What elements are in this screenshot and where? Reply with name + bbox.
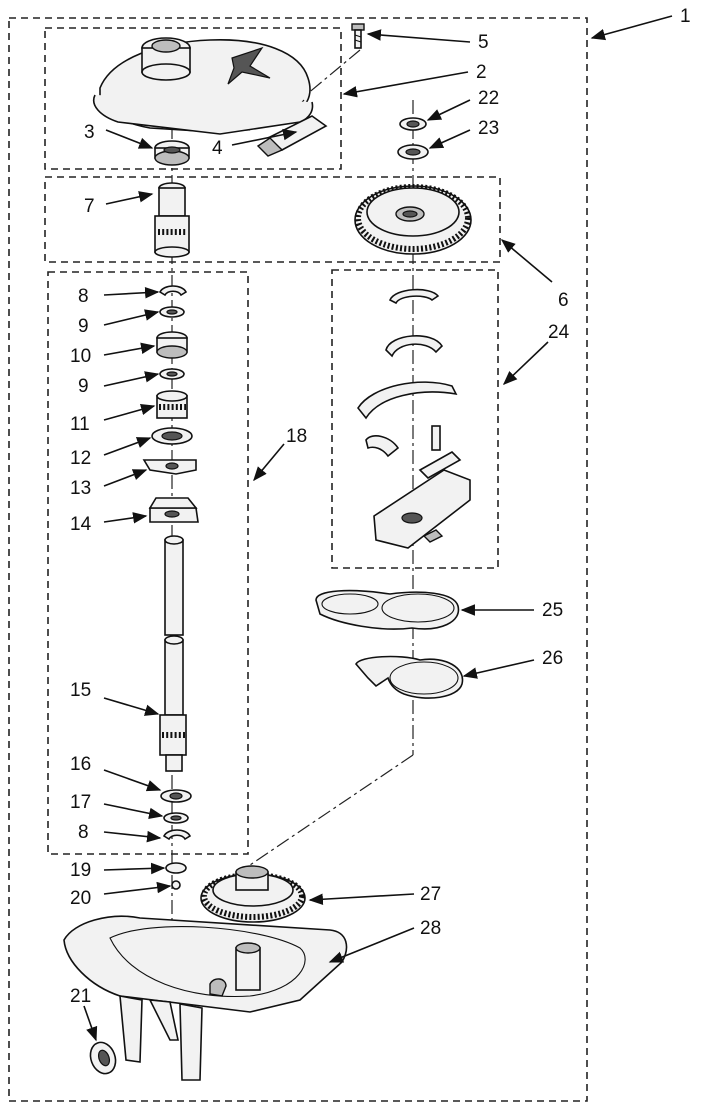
callout-17: 17 bbox=[70, 792, 91, 813]
callout-22: 22 bbox=[478, 88, 499, 109]
leader-8a bbox=[103, 286, 160, 299]
leader-12 bbox=[103, 437, 152, 456]
seal bbox=[154, 140, 190, 166]
leader-11 bbox=[103, 403, 156, 421]
callout-9b: 9 bbox=[78, 376, 89, 397]
bracket-13 bbox=[142, 459, 197, 475]
gearcase-housing bbox=[63, 915, 348, 1081]
screw bbox=[351, 23, 365, 49]
leader-21 bbox=[83, 1005, 98, 1042]
leader-18 bbox=[253, 443, 285, 482]
leader-2 bbox=[342, 71, 469, 98]
leader-23 bbox=[428, 129, 471, 149]
callout-16: 16 bbox=[70, 754, 91, 775]
leader-7 bbox=[105, 191, 154, 205]
callout-23: 23 bbox=[478, 118, 499, 139]
group-boundary-18 bbox=[47, 271, 249, 855]
seal-21 bbox=[89, 1041, 117, 1075]
callout-27: 27 bbox=[420, 884, 441, 905]
callout-13: 13 bbox=[70, 478, 91, 499]
callout-9a: 9 bbox=[78, 316, 89, 337]
gearcase-cover bbox=[93, 37, 314, 135]
clutch-spring bbox=[355, 655, 464, 699]
drive-shaft bbox=[159, 535, 187, 772]
leader-4 bbox=[231, 128, 298, 146]
drive-belt bbox=[315, 589, 460, 630]
callout-25: 25 bbox=[542, 600, 563, 621]
drive-gear bbox=[200, 865, 306, 923]
leader-9b bbox=[103, 371, 160, 387]
assembly-boundary-1 bbox=[8, 17, 588, 1102]
callout-15: 15 bbox=[70, 680, 91, 701]
callout-10: 10 bbox=[70, 346, 91, 367]
screw-axis bbox=[299, 49, 361, 101]
bearing-10 bbox=[156, 331, 188, 359]
callout-2: 2 bbox=[476, 62, 487, 83]
leader-17 bbox=[103, 803, 164, 820]
callout-24: 24 bbox=[548, 322, 570, 343]
group-boundary-6 bbox=[44, 176, 501, 263]
leader-9a bbox=[103, 309, 160, 326]
clip-middle bbox=[385, 335, 444, 358]
callout-8a: 8 bbox=[78, 286, 89, 307]
group-boundary-24 bbox=[331, 269, 499, 569]
drive-pinion bbox=[154, 182, 190, 258]
leader-5 bbox=[366, 29, 471, 43]
leader-13 bbox=[103, 469, 148, 487]
callout-4: 4 bbox=[212, 138, 223, 159]
callout-18: 18 bbox=[286, 426, 307, 447]
leader-28 bbox=[328, 927, 415, 963]
clip-upper bbox=[388, 288, 440, 305]
callout-11: 11 bbox=[70, 414, 90, 435]
leader-8b bbox=[103, 830, 162, 843]
leader-20 bbox=[103, 881, 172, 895]
brake-arm bbox=[357, 381, 458, 420]
callout-28: 28 bbox=[420, 918, 441, 939]
leader-19 bbox=[103, 862, 166, 875]
leader-6 bbox=[500, 239, 553, 283]
cross-assembly-axis bbox=[249, 754, 414, 866]
washer-19 bbox=[165, 862, 187, 874]
shift-fork bbox=[365, 425, 462, 479]
gear-11 bbox=[156, 390, 188, 419]
callout-12: 12 bbox=[70, 448, 91, 469]
callout-5: 5 bbox=[478, 32, 489, 53]
callout-8b: 8 bbox=[78, 822, 89, 843]
callout-1: 1 bbox=[680, 6, 691, 27]
leader-3 bbox=[105, 129, 154, 149]
callout-3: 3 bbox=[84, 122, 95, 143]
group-boundary-cover bbox=[44, 27, 342, 170]
leader-24 bbox=[502, 341, 549, 385]
callout-19: 19 bbox=[70, 860, 91, 881]
retaining-ring-8b bbox=[162, 829, 192, 841]
leader-16 bbox=[103, 769, 162, 792]
base-plate bbox=[373, 469, 471, 549]
callout-6: 6 bbox=[558, 290, 569, 311]
leader-14 bbox=[103, 512, 148, 524]
leader-22 bbox=[426, 99, 471, 121]
callout-21: 21 bbox=[70, 986, 91, 1007]
ball-20 bbox=[171, 880, 181, 890]
leader-27 bbox=[308, 893, 415, 906]
callout-7: 7 bbox=[84, 196, 95, 217]
leader-10 bbox=[103, 342, 156, 356]
leader-1 bbox=[590, 15, 673, 41]
large-gear bbox=[354, 184, 472, 255]
shifter-14 bbox=[148, 497, 199, 523]
callout-26: 26 bbox=[542, 648, 563, 669]
callout-14: 14 bbox=[70, 514, 92, 535]
callout-20: 20 bbox=[70, 888, 91, 909]
leader-26 bbox=[462, 659, 535, 679]
retaining-ring-8a bbox=[158, 285, 188, 297]
leader-15 bbox=[103, 697, 160, 716]
